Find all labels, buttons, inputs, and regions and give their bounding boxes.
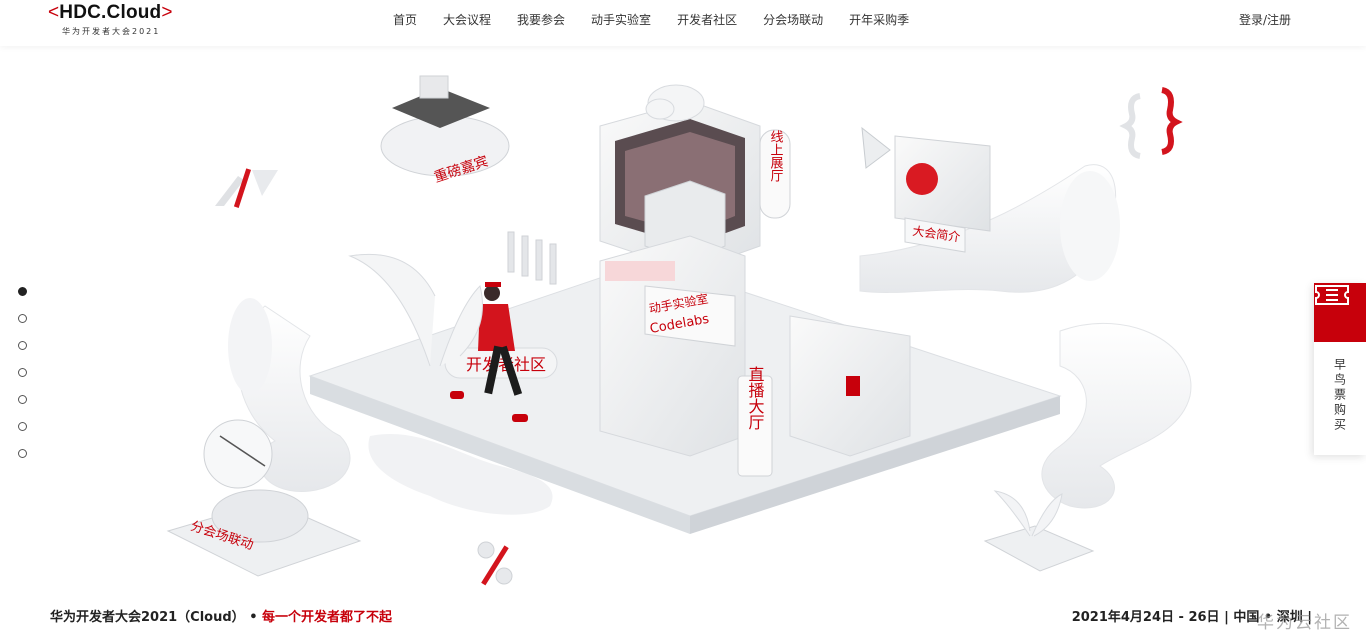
isometric-illustration: 重磅嘉宾 线上展厅 大会简介 bbox=[166, 75, 1192, 586]
nav-attend[interactable]: 我要参会 bbox=[517, 13, 566, 27]
conference-tagline: 华为开发者大会2021（Cloud） • 每一个开发者都了不起 bbox=[50, 606, 392, 625]
intro-sign: 大会简介 bbox=[894, 135, 991, 253]
codelabs-sign: 动手实验室 Codelabs bbox=[644, 285, 736, 347]
pagination-dot[interactable] bbox=[18, 287, 27, 296]
ticket-icon bbox=[1315, 285, 1349, 305]
nav-purchase-season[interactable]: 开年采购季 bbox=[849, 13, 910, 27]
label-live-hall[interactable]: 直播大厅 bbox=[746, 366, 765, 430]
nav-codelabs[interactable]: 动手实验室 bbox=[591, 13, 652, 27]
online-hall-sign: 线上展厅 bbox=[759, 129, 791, 219]
nav-branch-venues[interactable]: 分会场联动 bbox=[763, 13, 824, 27]
cloud-icon bbox=[645, 84, 705, 122]
mini-gate-icon bbox=[507, 231, 557, 285]
pagination-dot[interactable] bbox=[18, 422, 27, 431]
satellite-dish-icon: 分会场联动 bbox=[166, 419, 362, 577]
tagline-separator: • bbox=[249, 610, 258, 625]
pagination-dot[interactable] bbox=[18, 341, 27, 350]
hero-scene: 重磅嘉宾 线上展厅 大会简介 bbox=[0, 46, 1366, 606]
vip-guest-disc: 重磅嘉宾 bbox=[380, 75, 510, 186]
nav-community[interactable]: 开发者社区 bbox=[677, 13, 738, 27]
logo-subtitle: 华为开发者大会2021 bbox=[62, 27, 161, 36]
cloud-swirl-center bbox=[368, 433, 553, 515]
code-slash-icon bbox=[215, 168, 278, 208]
nav-home[interactable]: 首页 bbox=[393, 13, 418, 27]
hdc-logo[interactable]: <HDC.Cloud> 华为开发者大会2021 bbox=[48, 2, 178, 42]
brace-icon bbox=[1119, 87, 1183, 159]
cloud-swirl-left bbox=[228, 298, 351, 492]
ticket-icon-area bbox=[1314, 283, 1366, 342]
sprout-large-icon bbox=[348, 253, 483, 367]
label-online-hall[interactable]: 线上展厅 bbox=[768, 130, 784, 182]
huawei-cloud-community-watermark: 华为云社区 bbox=[1257, 613, 1352, 633]
pagination-dot[interactable] bbox=[18, 395, 27, 404]
main-nav: 首页 大会议程 我要参会 动手实验室 开发者社区 分会场联动 开年采购季 bbox=[380, 0, 922, 40]
early-bird-ticket-label: 早鸟票购买 bbox=[1332, 358, 1347, 433]
conference-name: 华为开发者大会2021（Cloud） bbox=[50, 610, 245, 625]
login-register-link[interactable]: 登录/注册 bbox=[1238, 13, 1291, 27]
pagination-dot[interactable] bbox=[18, 449, 27, 458]
central-tower bbox=[599, 84, 911, 457]
developer-character bbox=[450, 282, 528, 422]
conference-slogan: 每一个开发者都了不起 bbox=[262, 610, 393, 625]
nav-agenda[interactable]: 大会议程 bbox=[443, 13, 492, 27]
slide-pagination bbox=[17, 287, 31, 476]
sprout-icon bbox=[983, 490, 1095, 572]
pagination-dot[interactable] bbox=[18, 314, 27, 323]
conference-date-location: 2021年4月24日 - 26日 | 中国 • 深圳 | bbox=[1071, 610, 1312, 625]
early-bird-ticket-button[interactable]: 早鸟票购买 bbox=[1314, 283, 1366, 455]
play-icon bbox=[861, 126, 891, 169]
label-conference-intro[interactable]: 大会简介 bbox=[912, 224, 961, 245]
percent-icon bbox=[477, 541, 513, 586]
live-hall-sign: 直播大厅 bbox=[737, 366, 773, 477]
pagination-dot[interactable] bbox=[18, 368, 27, 377]
logo-text: <HDC.Cloud> bbox=[48, 2, 173, 23]
top-header: <HDC.Cloud> 华为开发者大会2021 首页 大会议程 我要参会 动手实… bbox=[0, 0, 1366, 46]
